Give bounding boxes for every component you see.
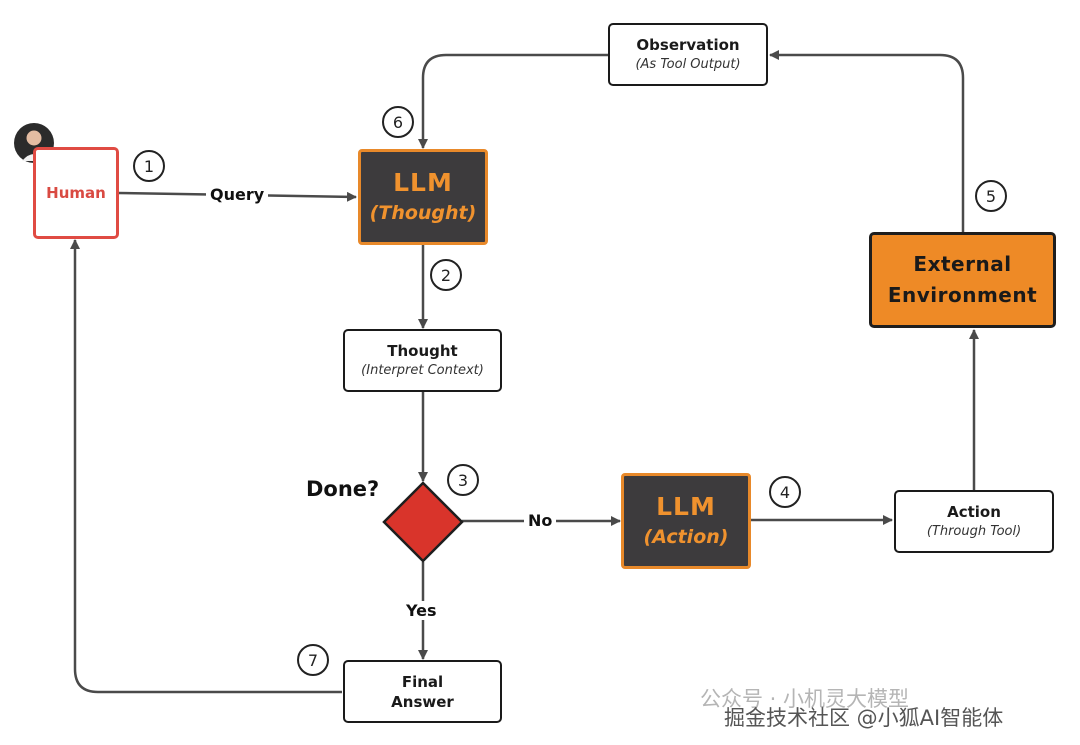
human-node: Human — [33, 147, 119, 239]
observation-subtitle: (As Tool Output) — [635, 56, 741, 72]
observation-node: Observation (As Tool Output) — [608, 23, 768, 86]
decision-diamond — [382, 481, 464, 563]
edge-label-no: No — [524, 511, 557, 530]
step-6-badge: 6 — [382, 106, 414, 138]
final-answer-node: Final Answer — [343, 660, 502, 723]
decision-label: Done? — [306, 477, 380, 501]
action-title: Action — [947, 502, 1001, 521]
thought-title: Thought — [387, 341, 458, 360]
llm-action-title: LLM — [656, 492, 716, 521]
watermark-back: 公众号 · 小机灵大模型 — [700, 687, 910, 711]
llm-action-node: LLM (Action) — [621, 473, 751, 569]
action-node: Action (Through Tool) — [894, 490, 1054, 553]
step-2-badge: 2 — [430, 259, 462, 291]
watermark-front: 掘金技术社区 @小狐AI智能体 — [724, 706, 1004, 730]
thought-subtitle: (Interpret Context) — [361, 362, 484, 378]
environment-line2: Environment — [887, 283, 1038, 307]
edge-label-yes: Yes — [402, 601, 441, 620]
edge-final-to-human — [70, 239, 342, 694]
human-label: Human — [46, 184, 106, 202]
edge-environment-to-observation — [769, 50, 965, 232]
step-1-badge: 1 — [133, 150, 165, 182]
edge-label-query: Query — [206, 185, 269, 204]
edge-observation-to-llm — [418, 53, 608, 149]
step-3-badge: 3 — [447, 464, 479, 496]
step-4-badge: 4 — [769, 476, 801, 508]
llm-thought-title: LLM — [393, 168, 453, 197]
external-environment-node: External Environment — [869, 232, 1056, 328]
final-answer-line1: Final — [401, 672, 444, 691]
llm-action-subtitle: (Action) — [643, 526, 729, 548]
llm-thought-node: LLM (Thought) — [358, 149, 488, 245]
thought-node: Thought (Interpret Context) — [343, 329, 502, 392]
final-answer-line2: Answer — [391, 692, 454, 711]
environment-line1: External — [913, 252, 1012, 276]
step-7-badge: 7 — [297, 644, 329, 676]
observation-title: Observation — [636, 35, 740, 54]
llm-thought-subtitle: (Thought) — [369, 202, 477, 224]
step-5-badge: 5 — [975, 180, 1007, 212]
action-subtitle: (Through Tool) — [926, 523, 1022, 539]
